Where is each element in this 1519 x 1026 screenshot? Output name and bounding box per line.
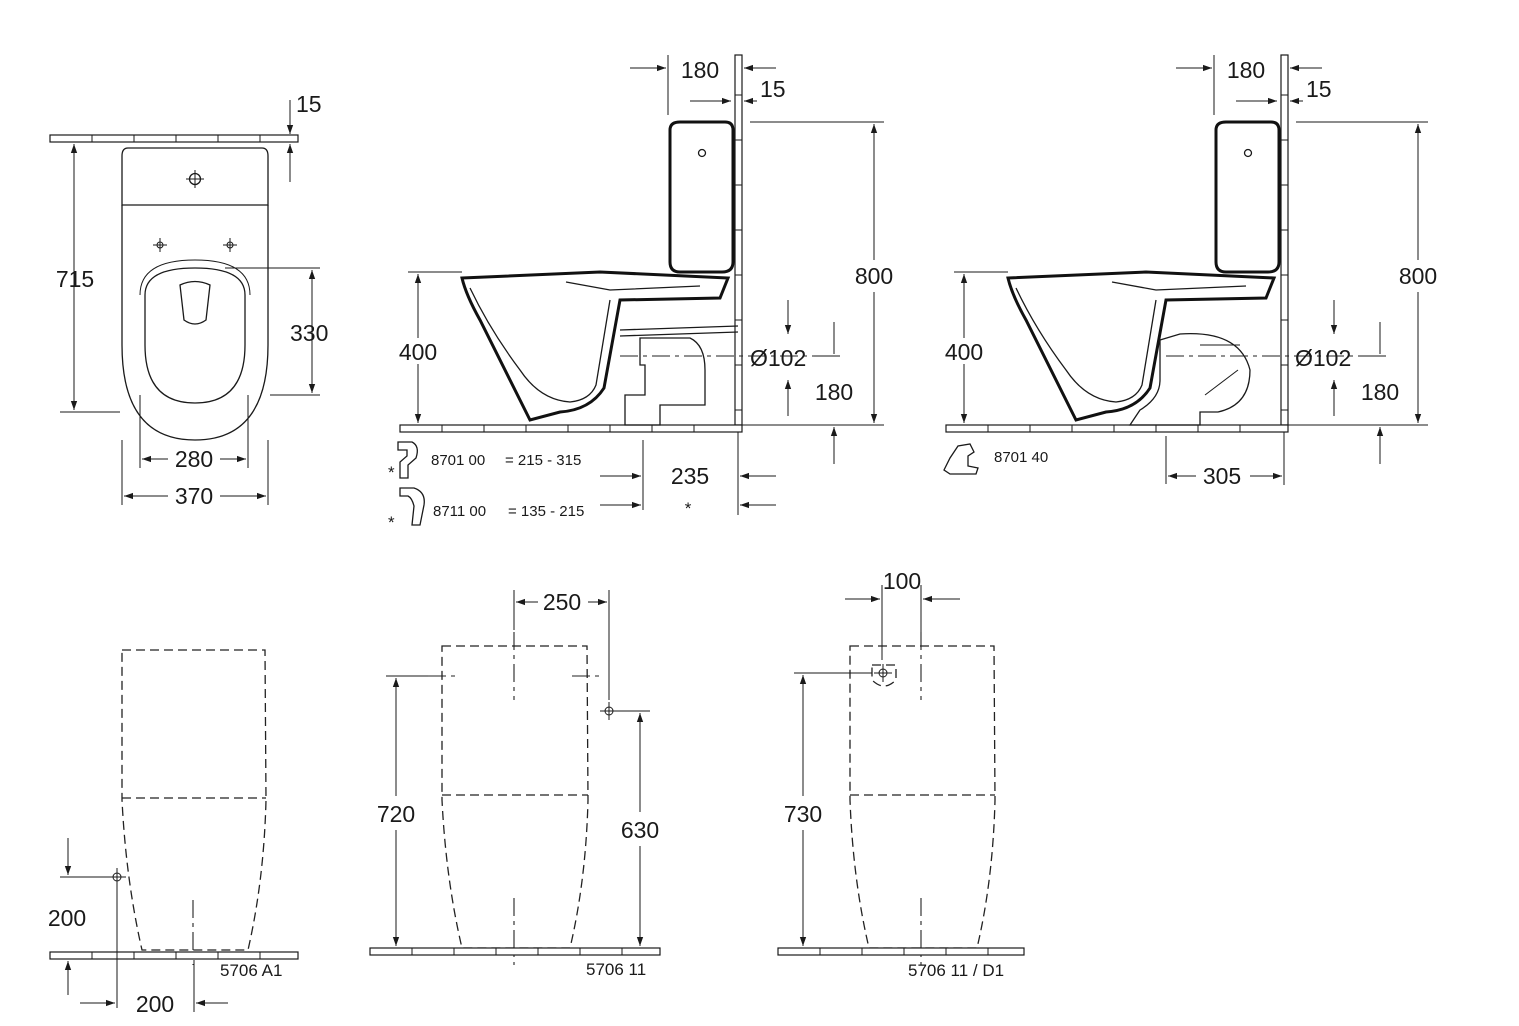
inlet-housing-3 [871,664,897,687]
dim-inlet-spacing-2: 250 [543,589,581,615]
dim-bowl-offset: 330 [290,320,328,346]
dim-height-3: 730 [784,801,822,827]
seat-outline [144,267,246,404]
dim-wall-gap-b: 15 [1306,76,1332,102]
water-inlet-icon [874,664,892,682]
wall-b [1280,54,1289,485]
accessory-2-mark: * [388,513,395,532]
accessory-pipe-icon [399,487,425,526]
water-inlet-icon [600,702,618,720]
dim-outlet-distance-b: 305 [1203,463,1241,489]
front-outline-3 [849,645,996,949]
dim-seat-height-b: 400 [945,339,983,365]
floor-b [945,424,1289,433]
dim-outlet-diameter-b: Ø102 [1295,345,1351,371]
flush-button-icon [186,170,204,188]
accessory-1-range: = 215 - 315 [505,452,581,469]
cistern-side-b [1214,120,1281,274]
outlet-pipe-a [624,337,706,426]
side-view-b: 180 15 800 400 Ø102 180 305 8701 40 [943,54,1437,489]
model-label-1: 5706 A1 [220,961,282,980]
front-outline-2 [441,645,589,949]
button-hole-icon [1243,148,1253,158]
accessory-code-b: 8701 40 [994,449,1048,466]
model-label-2: 5706 11 [586,960,646,979]
dim-inner-width: 280 [175,446,213,472]
dim-seat-height-a: 400 [399,339,437,365]
bowl-side-b [1006,270,1277,422]
dim-outlet-diameter-a: Ø102 [750,345,806,371]
water-inlet-icon [108,868,126,886]
dim-outer-width: 370 [175,483,213,509]
cistern-side-a [668,120,735,274]
dim-inlet-height-2: 630 [621,817,659,843]
wall-a [734,54,743,515]
dim-tank-depth-b: 180 [1227,57,1265,83]
dim-inlet-height-1: 200 [48,905,86,931]
accessory-2-range: = 135 - 215 [508,503,584,520]
dim-tank-depth-a: 180 [681,57,719,83]
asterisk-note-a: * [685,499,692,518]
dim-inlet-spacing-3: 100 [883,568,921,594]
accessory-elbow-icon [943,443,979,475]
button-hole-icon [697,148,707,158]
bowl-opening [179,280,211,325]
floor-a [399,424,743,433]
floor-front-2 [369,947,661,956]
bolt-hole-left-icon [153,238,167,252]
front-view-2: 250 720 630 5706 11 [369,589,661,979]
dim-outlet-height-b: 180 [1361,379,1399,405]
side-view-a: 180 15 800 400 Ø102 180 235 * [388,54,893,532]
outlet-pipe-b [1128,332,1251,426]
seat-line-b [1111,281,1247,291]
model-label-3: 5706 11 / D1 [908,961,1004,980]
wall-strip-top [49,134,299,143]
floor-front-3 [777,947,1025,956]
front-outline-1 [121,649,267,951]
front-view-3: 100 730 5706 11 / D1 [777,568,1025,980]
accessory-1-code: 8701 00 [431,452,485,469]
accessory-1-mark: * [388,463,395,482]
dim-outlet-distance-a: 235 [671,463,709,489]
dim-outlet-height-a: 180 [815,379,853,405]
bowl-side-a [460,270,731,422]
dim-wall-gap-a: 15 [760,76,786,102]
top-view: 715 15 330 280 370 [49,91,328,509]
accessory-2-code: 8711 00 [433,503,486,520]
seat-line-a [565,281,701,291]
front-view-1: 200 200 5706 A1 [48,649,299,1017]
bowl-outline [121,205,269,441]
bowl-inner-a [469,287,611,403]
dim-wall-gap: 15 [296,91,322,117]
dim-inlet-offset-1: 200 [136,991,174,1017]
accessory-pipe-icon [397,441,418,479]
dim-depth: 715 [56,266,94,292]
bolt-hole-right-icon [223,238,237,252]
dim-total-height-a: 800 [855,263,893,289]
dim-height-2: 720 [377,801,415,827]
floor-front-1 [49,951,299,960]
seat-inner [139,259,251,296]
dim-total-height-b: 800 [1399,263,1437,289]
bowl-inner-b [1015,287,1157,403]
